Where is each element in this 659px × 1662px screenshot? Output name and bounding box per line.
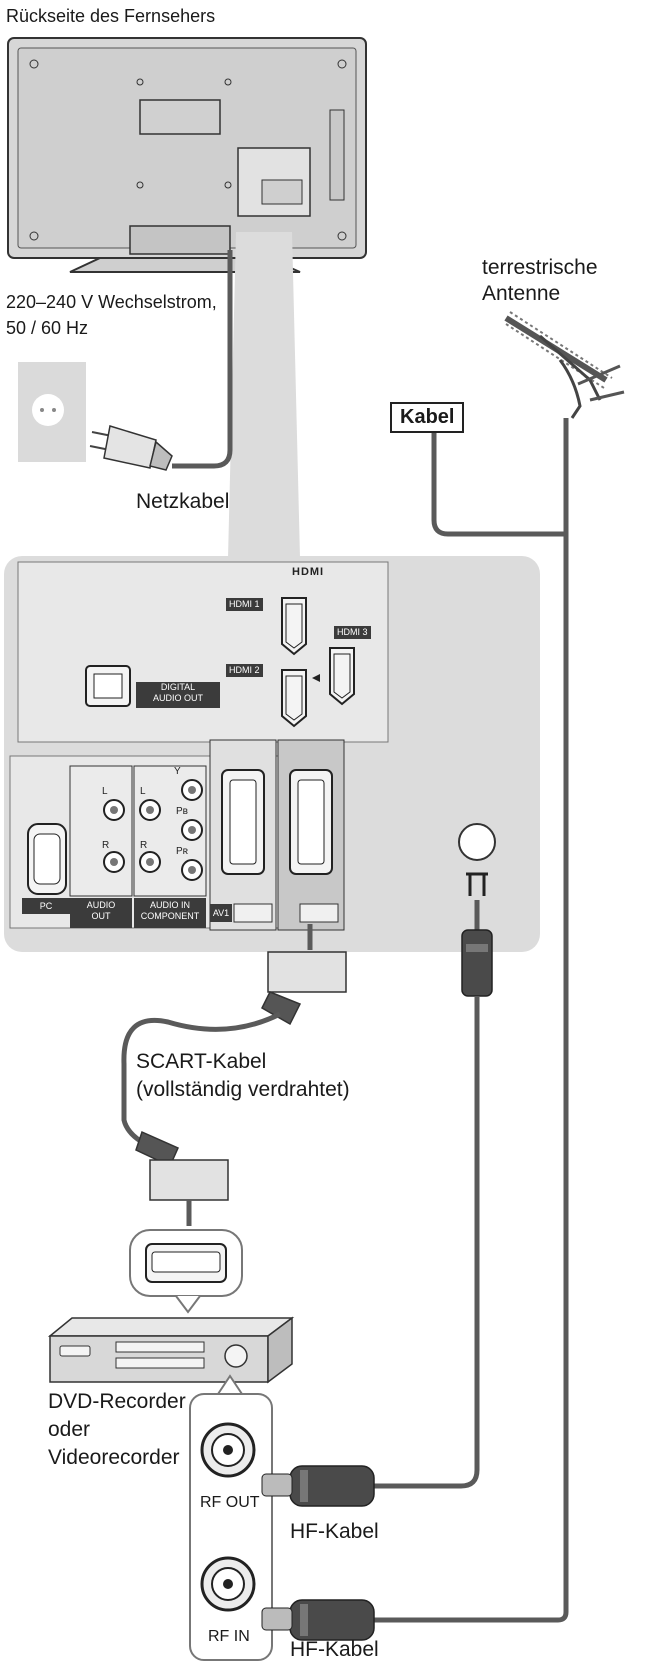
terrestrial-antenna [504, 311, 625, 419]
hdmi3-label: HDMI 3 [334, 626, 371, 639]
hdmi1-port [281, 597, 307, 656]
antenna-label-line2: Antenne [482, 282, 561, 305]
hf-cable-label-1: HF-Kabel [290, 1520, 379, 1543]
hdmi-logo: HDMI [292, 566, 325, 578]
component-pr-text: Pʀ [176, 846, 189, 857]
rf-plug-out [261, 1465, 375, 1507]
digital-audio-label: DIGITAL AUDIO OUT [136, 682, 220, 708]
audio-in-label: AUDIO IN COMPONENT [134, 898, 206, 928]
power-cable-label: Netzkabel [136, 490, 230, 513]
scart-cable [121, 1011, 282, 1153]
audio-in-l-text: L [140, 786, 146, 797]
hdmi2-label: HDMI 2 [226, 664, 263, 677]
hdmi3-port [329, 647, 355, 706]
component-line: COMPONENT [140, 911, 200, 921]
cable-tv-label: Kabel [390, 402, 465, 433]
digital-audio-line2: AUDIO OUT [152, 693, 203, 703]
power-cable [172, 250, 233, 469]
scart-plug-top [261, 951, 347, 1026]
hdmi2-port [281, 669, 307, 728]
rf-out-label: RF OUT [200, 1494, 260, 1511]
component-y-text: Y [174, 766, 181, 777]
audio-out-label: AUDIO OUT [70, 898, 132, 928]
hf-cable-label-2: HF-Kabel [290, 1638, 379, 1661]
power-spec-line1: 220–240 V Wechselstrom, [6, 292, 217, 312]
aerial-in-port [458, 823, 496, 861]
power-spec-line2: 50 / 60 Hz [6, 318, 89, 338]
connection-panel [4, 556, 540, 952]
audio-out-line2: OUT [91, 911, 111, 921]
audio-out-r-text: R [102, 840, 110, 851]
recorder-label-line2: oder [48, 1418, 91, 1441]
zoom-cone [228, 232, 300, 558]
audio-in-line1: AUDIO IN [149, 900, 190, 910]
component-pb-text: Pʙ [176, 806, 188, 817]
scart-cable-label-line1: SCART-Kabel [136, 1050, 267, 1073]
antenna-rf-cable [372, 418, 569, 1623]
pc-label: PC [22, 898, 70, 914]
audio-out-line1: AUDIO [86, 900, 116, 910]
antenna-symbol-icon [466, 872, 488, 896]
rf-plug-in [261, 1599, 375, 1641]
recorder-label-line3: Videorecorder [48, 1446, 180, 1469]
cable-tv-line [431, 428, 566, 537]
dvd-recorder [47, 1316, 295, 1384]
audio-in-r-text: R [140, 840, 148, 851]
rf-plug-tv [461, 929, 493, 997]
scart-plug-bottom [135, 1130, 229, 1201]
power-outlet [18, 362, 86, 462]
scart-cable-label-line2: (vollständig verdrahtet) [136, 1078, 350, 1101]
antenna-label-line1: terrestrische [482, 256, 598, 279]
av1-label: AV1 [210, 904, 232, 922]
tv-back-title: Rückseite des Fernsehers [6, 6, 216, 26]
recorder-label-line1: DVD-Recorder [48, 1390, 186, 1413]
rf-callout [189, 1374, 273, 1661]
recorder-scart-callout [129, 1229, 243, 1314]
audio-out-l-text: L [102, 786, 108, 797]
digital-audio-line1: DIGITAL [160, 682, 196, 692]
rf-in-label: RF IN [208, 1628, 250, 1645]
power-plug [89, 425, 173, 471]
rf-cable-tv [372, 996, 480, 1489]
tv-back [7, 37, 367, 273]
hdmi1-label: HDMI 1 [226, 598, 263, 611]
